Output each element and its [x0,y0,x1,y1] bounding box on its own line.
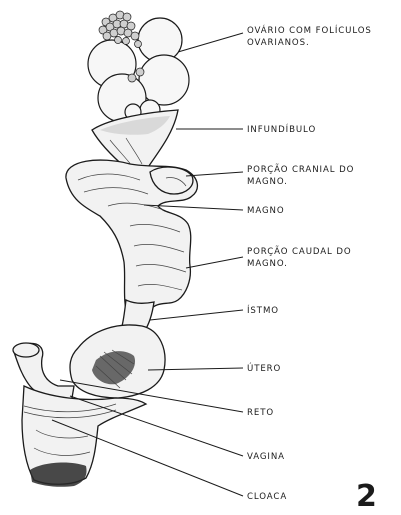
leader-ovario [178,33,243,52]
label-utero: ÚTERO [247,362,281,374]
magnum-drawing [66,160,197,319]
label-vagina: VAGINA [247,452,285,462]
label-reto: RETO [247,408,274,418]
figure-number: 2 [356,479,377,514]
labels: OVÁRIO COM FOLÍCULOS OVARIANOS. INFUNDÍB… [247,24,377,514]
ovary-drawing [88,11,189,122]
label-porcao-cranial-line2: MAGNO. [247,177,288,187]
leader-porcao-cranial [186,172,243,176]
rectum-drawing [13,343,74,399]
label-istmo: ÍSTMO [247,304,279,316]
leader-istmo [150,310,243,320]
label-magno: MAGNO [247,206,285,216]
label-ovario-line2: OVARIANOS. [247,38,310,48]
label-porcao-caudal-line1: PORÇÃO CAUDAL DO [247,246,352,257]
label-ovario-line1: OVÁRIO COM FOLÍCULOS [247,24,372,36]
label-infundibulo: INFUNDÍBULO [247,123,316,135]
label-cloaca: CLOACA [247,492,287,502]
leader-porcao-caudal [186,257,243,268]
label-porcao-cranial-line1: PORÇÃO CRANIAL DO [247,164,354,175]
label-porcao-caudal-line2: MAGNO. [247,259,288,269]
uterus-drawing [70,325,165,398]
